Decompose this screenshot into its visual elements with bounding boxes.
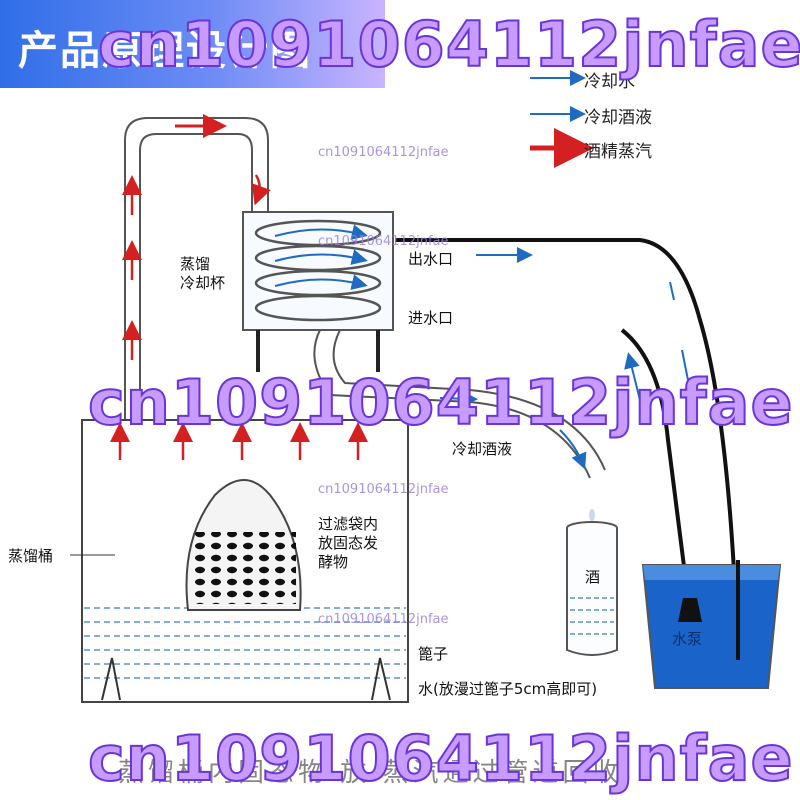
legend-cooling-water: 冷却水 bbox=[584, 72, 635, 92]
wine-cup bbox=[566, 509, 618, 656]
condenser-cup bbox=[242, 211, 394, 372]
legend-arrows bbox=[530, 70, 594, 168]
pump-label: 水泵 bbox=[672, 630, 703, 648]
water-note-label: 水(放漫过篦子5cm高即可) bbox=[418, 680, 598, 698]
condenser-label: 蒸馏 冷却杯 bbox=[180, 255, 226, 292]
water-out-hose bbox=[395, 238, 740, 661]
watermark-small-2: cn1091064112jnfae bbox=[318, 234, 449, 249]
footer-caption: 蒸馏桶内固态物 放 蒸汽通过管道回收 bbox=[118, 758, 623, 788]
cooled-liquid-label: 冷却酒液 bbox=[452, 440, 513, 458]
water-tank bbox=[641, 560, 782, 689]
water-out-label: 出水口 bbox=[408, 250, 454, 268]
watermark-top: cn1091064112jnfae bbox=[97, 7, 800, 82]
pump-icon bbox=[678, 598, 702, 622]
watermark-small-4: cn1091064112jnfae bbox=[318, 612, 449, 627]
water-in-label: 进水口 bbox=[408, 309, 454, 327]
watermark-small-3: cn1091064112jnfae bbox=[318, 482, 449, 497]
steam-pipe bbox=[122, 114, 271, 420]
still-bucket bbox=[70, 419, 409, 703]
legend-cooled-liquid: 冷却酒液 bbox=[584, 108, 652, 128]
wine-cup-label: 酒 bbox=[585, 568, 601, 586]
page-title: 产品原理设计图 bbox=[18, 28, 312, 74]
still-bucket-label: 蒸馏桶 bbox=[8, 547, 54, 565]
legend-alcohol-steam: 酒精蒸汽 bbox=[584, 142, 652, 162]
watermark-bottom: cn1091064112jnfae bbox=[87, 721, 794, 796]
water-in-hose bbox=[620, 328, 690, 599]
grate-label: 篦子 bbox=[418, 645, 449, 663]
title-banner: 产品原理设计图 bbox=[0, 0, 385, 88]
watermark-small-1: cn1091064112jnfae bbox=[318, 145, 449, 160]
filter-bag-label: 过滤袋内 放固态发 酵物 bbox=[318, 515, 379, 571]
liquid-pipe bbox=[313, 329, 606, 479]
watermark-middle: cn1091064112jnfae bbox=[87, 365, 794, 440]
